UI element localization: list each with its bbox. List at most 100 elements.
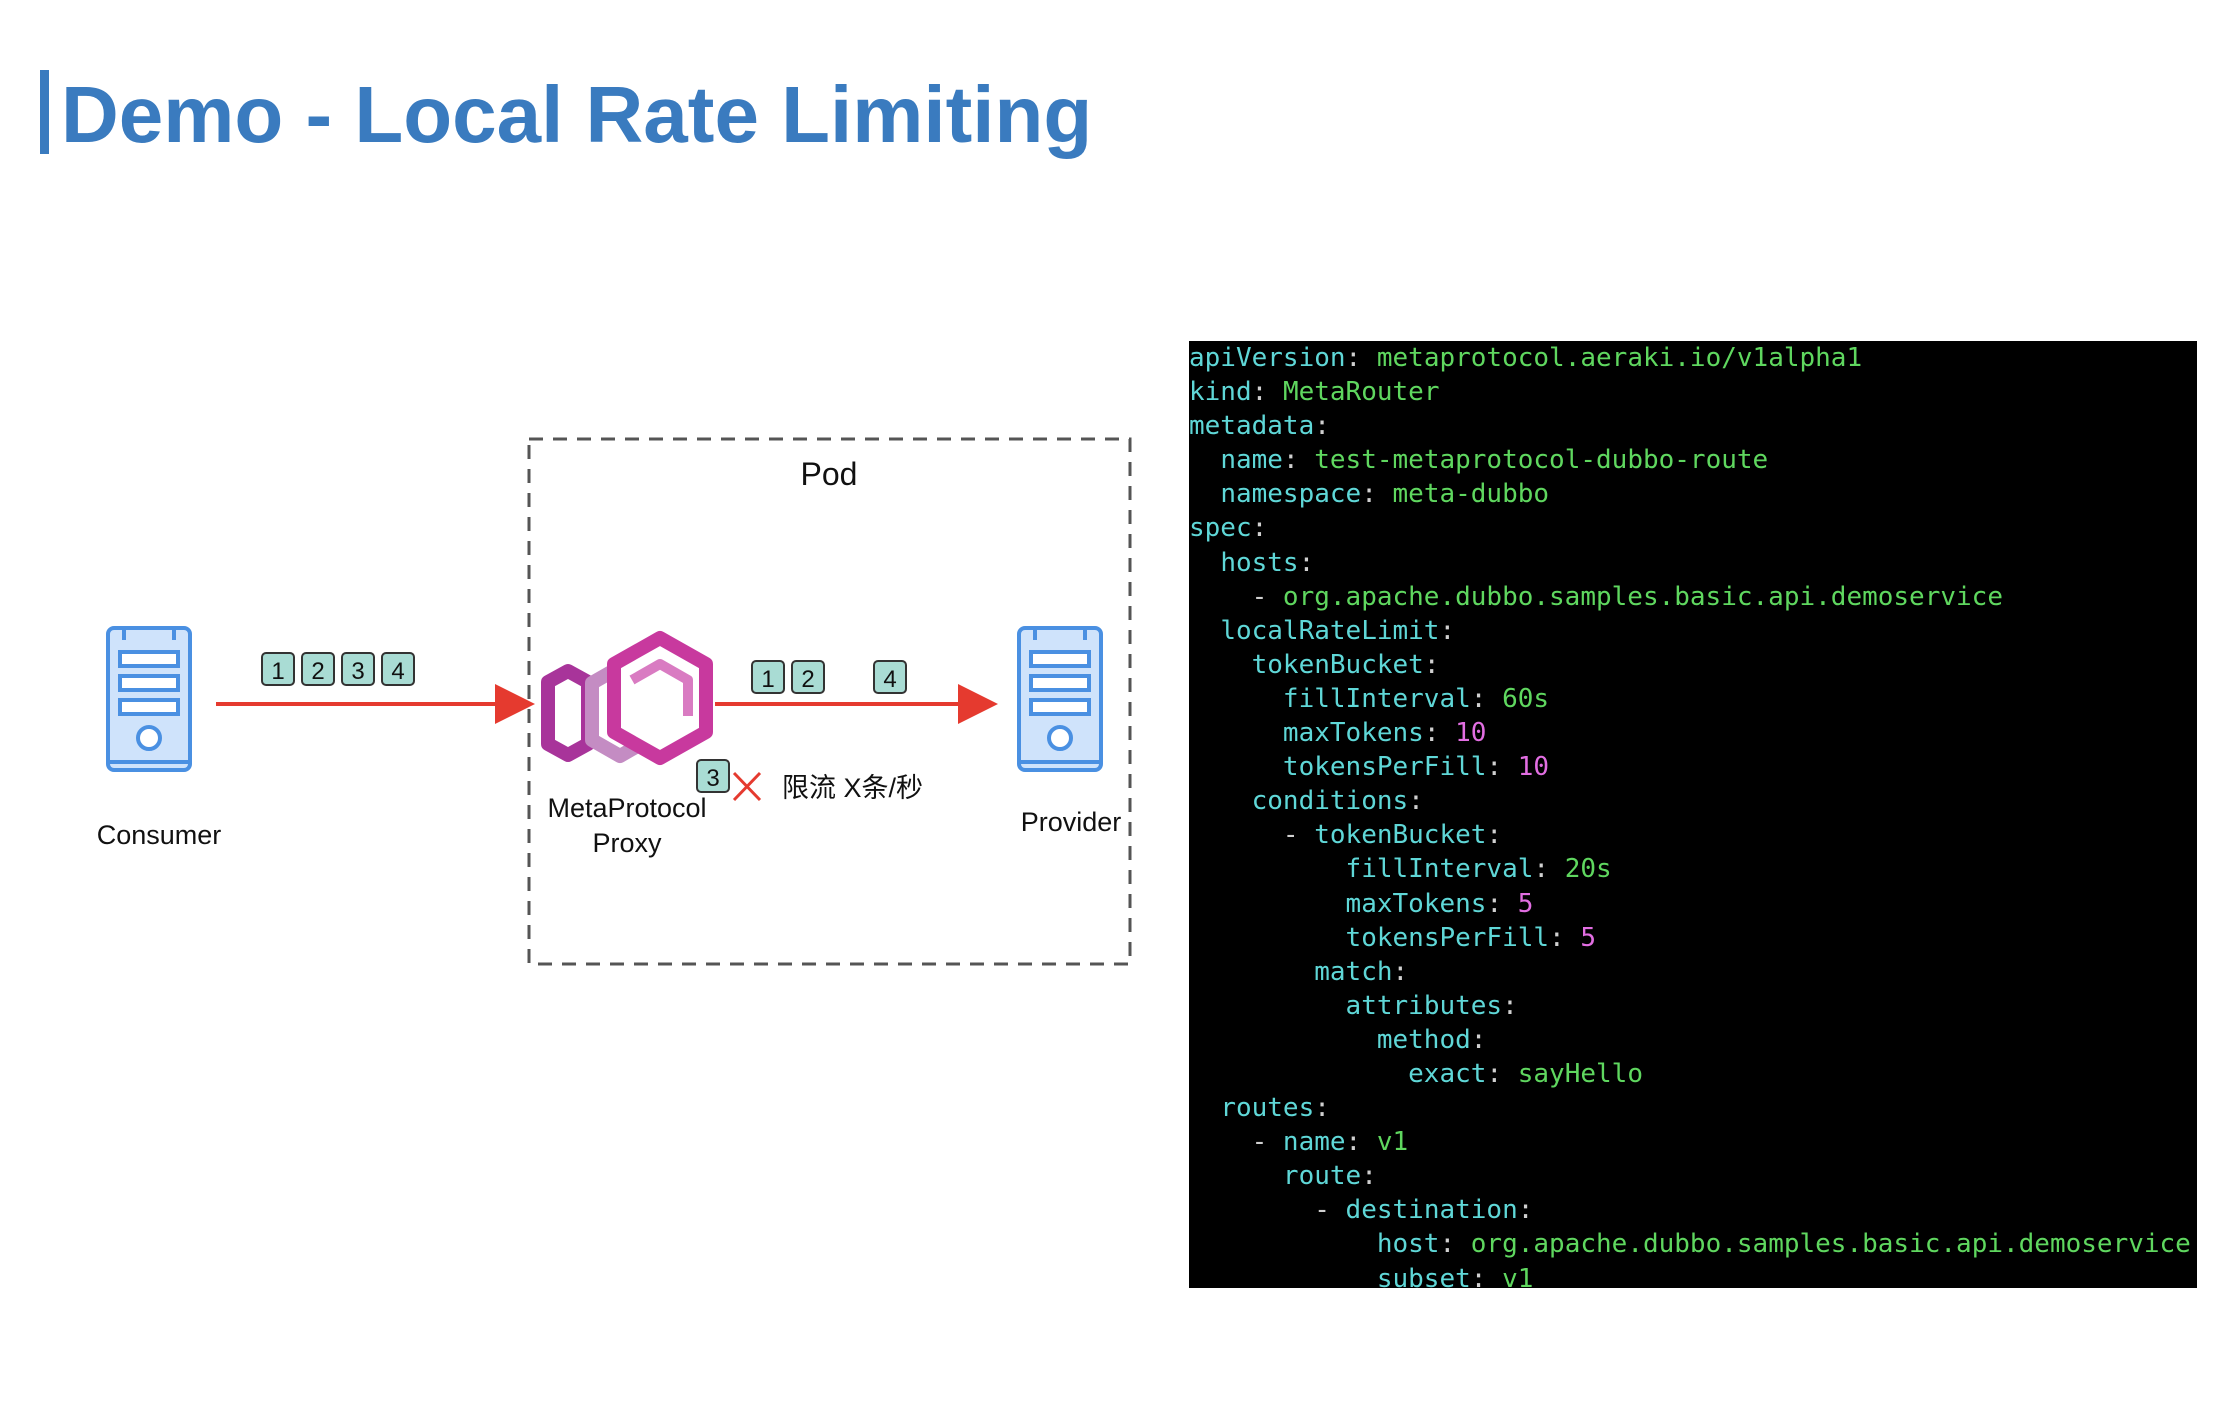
dropped-request-badge: 3 — [696, 759, 730, 793]
code-colon: : — [1361, 479, 1393, 510]
code-line: exact: sayHello — [1189, 1057, 2197, 1091]
code-value: metaprotocol.aeraki.io/v1alpha1 — [1376, 343, 1863, 373]
request-badge: 4 — [381, 652, 415, 686]
request-badge: 2 — [791, 660, 825, 694]
request-badge-label: 1 — [761, 666, 774, 693]
code-key: exact — [1408, 1058, 1487, 1089]
rate-limit-text: 限流 X条/秒 — [782, 773, 923, 803]
code-colon: : — [1439, 615, 1456, 646]
code-value: org.apache.dubbo.samples.basic.api.demos… — [1282, 581, 2003, 612]
request-badge: 2 — [301, 652, 335, 686]
code-colon: : — [1470, 683, 1503, 714]
proxy-label-line2: Proxy — [592, 828, 662, 858]
code-colon: : — [1486, 888, 1518, 919]
code-line: fillInterval: 60s — [1189, 682, 2197, 716]
request-badge-label: 2 — [311, 658, 324, 685]
code-colon: : — [1517, 1195, 1534, 1226]
code-indent — [1189, 1161, 1283, 1191]
code-colon: : — [1408, 786, 1424, 817]
code-line: maxTokens: 10 — [1189, 716, 2197, 750]
code-line: route: — [1189, 1159, 2197, 1193]
dropped-request-label: 3 — [706, 765, 719, 792]
code-colon: : — [1392, 956, 1409, 987]
code-colon: : — [1486, 820, 1503, 851]
code-indent — [1189, 752, 1283, 782]
code-indent — [1189, 650, 1252, 680]
title-accent-bar — [40, 70, 49, 154]
code-indent — [1189, 684, 1283, 714]
code-colon: : — [1423, 718, 1456, 749]
provider-server-icon — [1017, 626, 1103, 772]
code-key: host — [1376, 1229, 1440, 1260]
code-key: tokensPerFill — [1345, 922, 1550, 953]
hexagon-logo-icon — [541, 631, 713, 765]
code-colon: : — [1314, 1093, 1330, 1124]
request-badge-label: 2 — [801, 666, 814, 693]
page-title-text: Demo - Local Rate Limiting — [61, 70, 1093, 159]
code-line: localRateLimit: — [1189, 614, 2197, 648]
request-badge: 4 — [873, 660, 907, 694]
code-indent — [1189, 548, 1220, 578]
code-indent — [1189, 445, 1220, 475]
code-value: MetaRouter — [1282, 377, 1440, 408]
request-badge: 1 — [751, 660, 785, 694]
code-colon: : — [1486, 752, 1518, 783]
code-colon: : — [1470, 1263, 1503, 1288]
consumer-server-icon — [106, 626, 192, 772]
consumer-label: Consumer — [97, 820, 222, 850]
code-key: name — [1282, 1127, 1346, 1158]
code-value: 20s — [1564, 854, 1612, 885]
code-colon: : — [1502, 990, 1518, 1021]
incoming-request-badges: 1 2 3 4 — [261, 652, 415, 686]
code-line: conditions: — [1189, 784, 2197, 818]
code-line: fillInterval: 20s — [1189, 852, 2197, 886]
code-line: spec: — [1189, 511, 2197, 545]
code-key: hosts — [1220, 547, 1299, 578]
code-key: attributes — [1345, 990, 1503, 1021]
code-indent: - — [1189, 1127, 1283, 1158]
code-key: tokenBucket — [1251, 649, 1424, 680]
code-key: spec — [1189, 513, 1252, 544]
code-value: v1 — [1502, 1263, 1534, 1288]
code-key: route — [1282, 1161, 1362, 1192]
code-value: 5 — [1517, 888, 1534, 919]
code-indent — [1189, 889, 1346, 919]
code-key: maxTokens — [1282, 718, 1424, 749]
pod-label: Pod — [801, 456, 858, 492]
provider-label: Provider — [1021, 807, 1122, 837]
code-key: tokenBucket — [1314, 820, 1487, 851]
code-indent: - — [1189, 820, 1315, 851]
code-indent — [1189, 616, 1220, 646]
code-line: hosts: — [1189, 546, 2197, 580]
code-indent: - — [1189, 581, 1283, 612]
code-line: - destination: — [1189, 1193, 2197, 1227]
code-colon: : — [1439, 1229, 1471, 1260]
code-key: fillInterval — [1282, 683, 1471, 714]
code-indent — [1189, 786, 1252, 816]
forwarded-request-badges: 1 2 4 — [751, 660, 907, 694]
code-colon: : — [1251, 377, 1283, 408]
code-indent — [1189, 1093, 1220, 1123]
code-colon: : — [1251, 513, 1268, 544]
code-value: 60s — [1502, 683, 1550, 714]
code-key: tokensPerFill — [1282, 752, 1487, 783]
code-indent — [1189, 923, 1346, 953]
code-key: subset — [1376, 1263, 1471, 1288]
code-line: kind: MetaRouter — [1189, 375, 2197, 409]
request-badge-label: 4 — [391, 658, 404, 685]
request-badge-label: 3 — [351, 658, 364, 685]
code-line: name: test-metaprotocol-dubbo-route — [1189, 443, 2197, 477]
code-value: v1 — [1376, 1127, 1409, 1158]
code-indent: - — [1189, 1195, 1346, 1226]
code-value: org.apache.dubbo.samples.basic.api.demos… — [1470, 1229, 2191, 1260]
code-value: 10 — [1517, 752, 1550, 783]
code-key: conditions — [1251, 786, 1409, 817]
code-line: metadata: — [1189, 409, 2197, 443]
code-line: - org.apache.dubbo.samples.basic.api.dem… — [1189, 580, 2197, 614]
code-indent — [1189, 854, 1346, 884]
code-key: routes — [1220, 1093, 1315, 1124]
code-line: subset: v1 — [1189, 1262, 2197, 1288]
code-line: tokensPerFill: 10 — [1189, 750, 2197, 784]
code-line: tokensPerFill: 5 — [1189, 921, 2197, 955]
code-key: apiVersion — [1189, 343, 1346, 373]
